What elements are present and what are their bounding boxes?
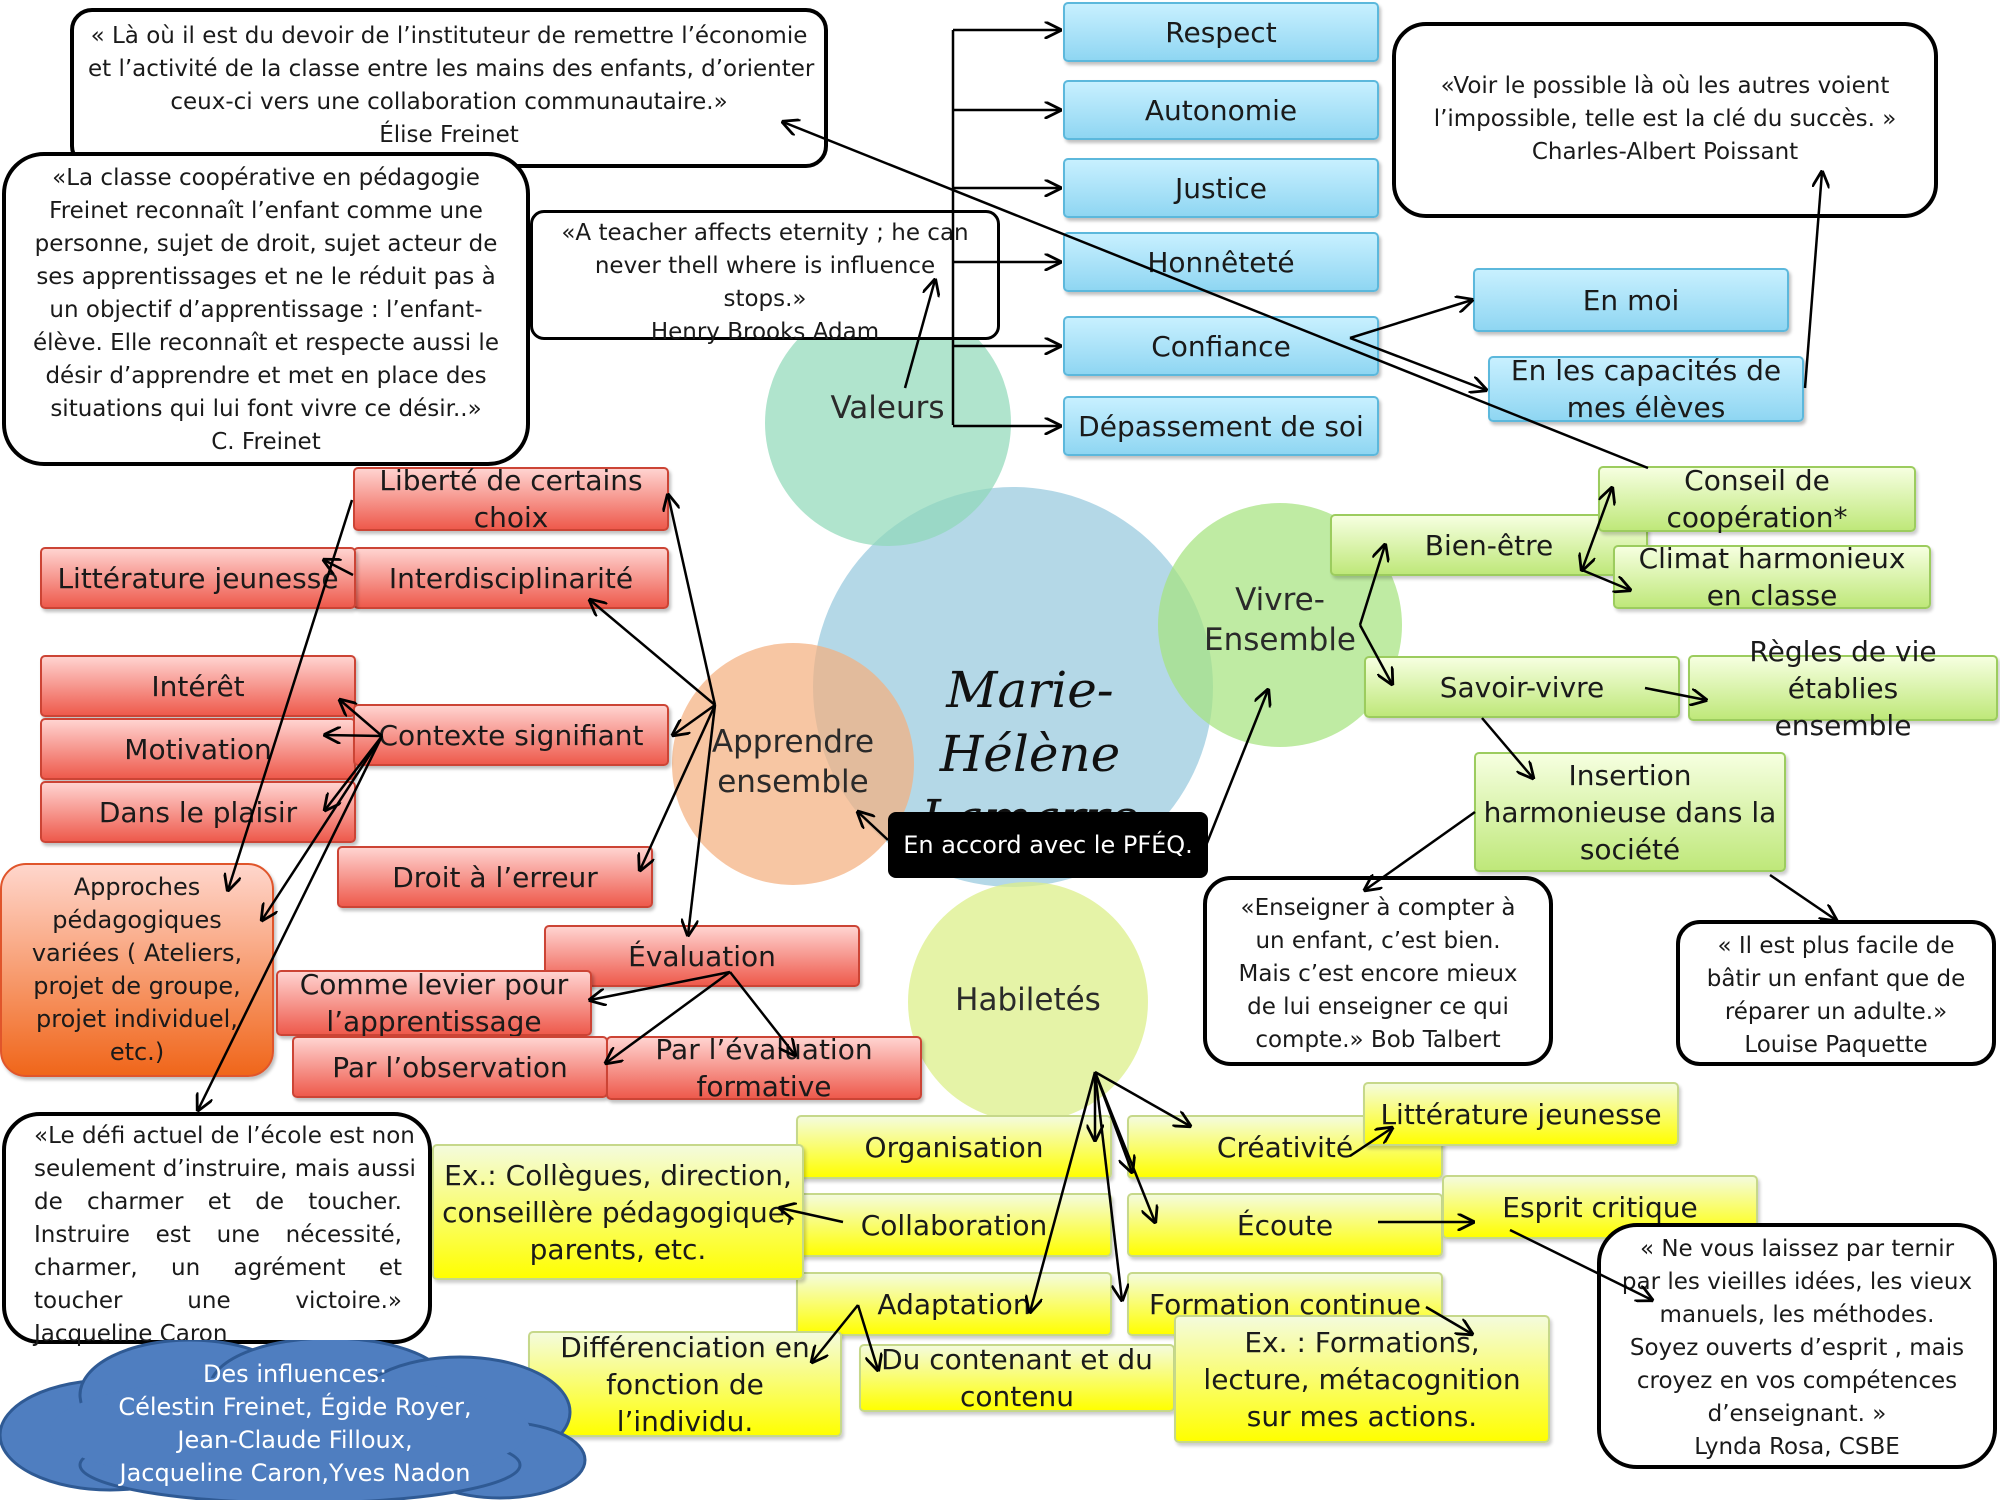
value-autonomie: Autonomie (1063, 80, 1379, 140)
interet: Intérêt (40, 655, 356, 717)
influences-cloud (0, 1340, 587, 1500)
organisation: Organisation (796, 1115, 1112, 1179)
apprendre-to-liberte (668, 495, 717, 706)
interdisciplinarite: Interdisciplinarité (353, 547, 669, 609)
quote-jacqueline-caron: «Le défi actuel de l’école est non seule… (2, 1112, 432, 1347)
litterature-jeunesse-apprendre: Littérature jeunesse (40, 547, 356, 609)
insertion-to-paquette (1769, 873, 1836, 920)
motivation: Motivation (40, 718, 356, 780)
apprendre-ensemble-label: Apprendre ensemble (711, 724, 875, 800)
quote-lynda-rosa: « Ne vous laissez par ternir par les vie… (1597, 1223, 1997, 1469)
value-confiance: Confiance (1063, 316, 1379, 376)
confiance-en-moi: En moi (1473, 268, 1789, 332)
dans-le-plaisir: Dans le plaisir (40, 781, 356, 843)
collaboration: Collaboration (796, 1193, 1112, 1257)
valeurs-label: Valeurs (830, 390, 945, 426)
quote-louise-paquette: « Il est plus facile de bâtir un enfant … (1676, 920, 1996, 1066)
savoir-vivre: Savoir-vivre (1364, 656, 1680, 718)
value-depassement: Dépassement de soi (1063, 396, 1379, 456)
contexte-signifiant: Contexte signifiant (353, 704, 669, 766)
collaboration-exemples: Ex.: Collègues, direction,conseillère pé… (432, 1144, 804, 1280)
litterature-jeunesse-habiletes: Littérature jeunesse (1363, 1082, 1679, 1146)
value-honnetete: Honnêteté (1063, 232, 1379, 292)
droit-erreur: Droit à l’erreur (337, 846, 653, 908)
habiletes-to-formation (1093, 1071, 1122, 1300)
par-observation: Par l’observation (292, 1036, 608, 1098)
vivre-ensemble-label: Vivre- Ensemble (1203, 582, 1357, 658)
pfeq-label: En accord avec le PFÉQ. (888, 812, 1208, 878)
adaptation: Adaptation (796, 1272, 1112, 1336)
value-respect: Respect (1063, 2, 1379, 62)
quote-poissant: «Voir le possible là où les autres voien… (1392, 22, 1938, 218)
quote-celestin-freinet: «La classe coopérative en pédagogie Frei… (2, 152, 530, 466)
influences-text: Des influences: Célestin Freinet, Égide … (118, 1360, 472, 1487)
ecoute: Écoute (1127, 1193, 1443, 1257)
habiletes-label: Habiletés (955, 982, 1101, 1018)
quote-bob-talbert: «Enseigner à compter à un enfant, c’est … (1203, 876, 1553, 1066)
value-justice: Justice (1063, 158, 1379, 218)
quote-elise-freinet: « Là où il est du devoir de l’instituteu… (70, 8, 828, 168)
quote-henry-adam: «A teacher affects eternity ; he can nev… (530, 210, 1000, 345)
